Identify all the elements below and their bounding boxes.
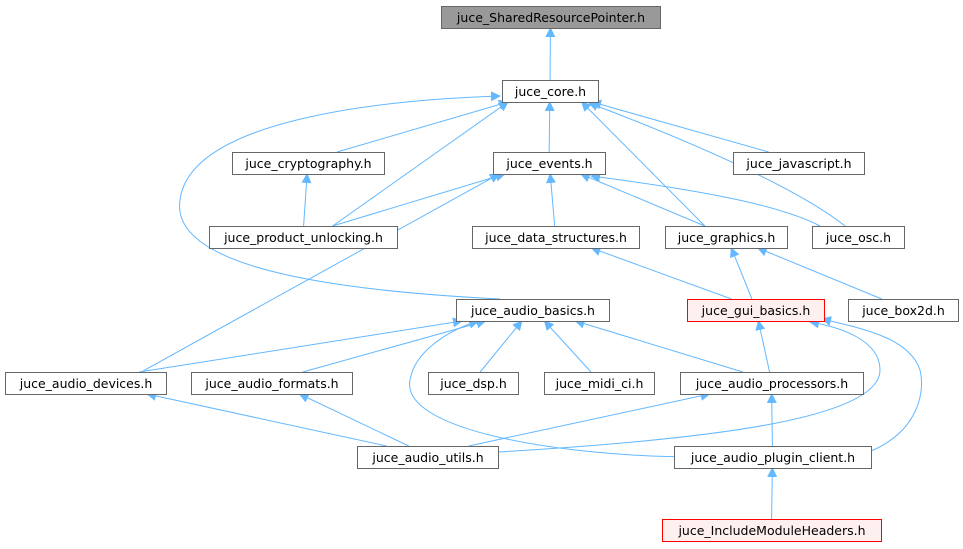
node-juce_audio_plugin_client[interactable]: juce_audio_plugin_client.h bbox=[674, 446, 872, 469]
edge-juce_audio_processors-h-to-juce_audio_basics-h bbox=[574, 318, 743, 373]
node-label-juce_includemoduleheaders: juce_IncludeModuleHeaders.h bbox=[677, 523, 865, 538]
node-box-juce_audio_plugin_client bbox=[674, 446, 872, 469]
nodes-layer: juce_SharedResourcePointer.h juce_core.hj… bbox=[5, 6, 959, 542]
node-box-juce_core bbox=[502, 80, 599, 103]
node-box-juce_audio_formats bbox=[191, 372, 353, 395]
node-label-juce_osc: juce_osc.h bbox=[825, 230, 891, 245]
node-box-juce_sharedresourcepointer bbox=[441, 6, 661, 29]
node-box-juce_events bbox=[493, 152, 606, 175]
node-label-juce_audio_plugin_client: juce_audio_plugin_client.h bbox=[690, 450, 855, 465]
edge-juce_audio_devices-h-to-juce_events-h bbox=[140, 173, 500, 373]
edge-juce_dsp-h-to-juce_audio_basics-h bbox=[479, 320, 523, 373]
edge-juce_cryptography-h-to-juce_core-h bbox=[336, 99, 509, 153]
node-juce_dsp[interactable]: juce_dsp.h bbox=[428, 372, 519, 395]
node-juce_javascript[interactable]: juce_javascript.h bbox=[733, 152, 865, 175]
edge-juce_graphics-h-to-juce_core-h bbox=[580, 101, 706, 227]
node-label-juce_cryptography: juce_cryptography.h bbox=[244, 156, 371, 171]
edge-juce_product_unlocking-h-to-juce_core-h bbox=[332, 101, 509, 227]
node-label-juce_midi_ci: juce_midi_ci.h bbox=[555, 376, 644, 391]
node-juce_product_unlocking[interactable]: juce_product_unlocking.h bbox=[209, 226, 398, 249]
node-label-juce_gui_basics: juce_gui_basics.h bbox=[701, 303, 811, 318]
edge-juce_javascript-h-to-juce_core-h bbox=[591, 99, 769, 153]
node-box-juce_box2d bbox=[848, 299, 959, 322]
node-box-juce_osc bbox=[812, 226, 905, 249]
edge-juce_includemoduleheaders-h-to-juce_audio_plugin_client-h bbox=[767, 467, 778, 520]
node-box-juce_audio_processors bbox=[680, 372, 864, 395]
node-label-juce_audio_processors: juce_audio_processors.h bbox=[695, 376, 848, 391]
edge-juce_audio_utils-h-to-juce_audio_processors-h bbox=[468, 391, 711, 447]
node-box-juce_audio_utils bbox=[357, 446, 499, 469]
node-label-juce_sharedresourcepointer: juce_SharedResourcePointer.h bbox=[456, 10, 645, 25]
node-box-juce_javascript bbox=[733, 152, 865, 175]
node-label-juce_events: juce_events.h bbox=[505, 156, 592, 171]
edge-juce_audio_basics-h-to-juce_core-h bbox=[179, 91, 501, 300]
edge-juce_data_structures-h-to-juce_events-h bbox=[545, 173, 556, 227]
node-juce_osc[interactable]: juce_osc.h bbox=[812, 226, 905, 249]
node-juce_box2d[interactable]: juce_box2d.h bbox=[848, 299, 959, 322]
node-juce_audio_utils[interactable]: juce_audio_utils.h bbox=[357, 446, 499, 469]
node-box-juce_graphics bbox=[665, 226, 788, 249]
node-box-juce_midi_ci bbox=[544, 372, 655, 395]
node-box-juce_cryptography bbox=[232, 152, 385, 175]
node-label-juce_product_unlocking: juce_product_unlocking.h bbox=[223, 230, 383, 245]
edge-juce_product_unlocking-h-to-juce_cryptography-h bbox=[301, 173, 312, 227]
edge-juce_audio_utils-h-to-juce_audio_formats-h bbox=[298, 393, 409, 447]
node-juce_graphics[interactable]: juce_graphics.h bbox=[665, 226, 788, 249]
node-label-juce_box2d: juce_box2d.h bbox=[861, 303, 945, 318]
edge-juce_audio_utils-h-to-juce_audio_devices-h bbox=[146, 391, 387, 447]
node-juce_midi_ci[interactable]: juce_midi_ci.h bbox=[544, 372, 655, 395]
edge-juce_audio_devices-h-to-juce_audio_basics-h bbox=[139, 317, 463, 373]
edge-juce_audio_plugin_client-h-to-juce_audio_processors-h bbox=[766, 393, 777, 447]
node-label-juce_core: juce_core.h bbox=[514, 84, 586, 99]
node-juce_audio_devices[interactable]: juce_audio_devices.h bbox=[5, 372, 167, 395]
node-juce_audio_processors[interactable]: juce_audio_processors.h bbox=[680, 372, 864, 395]
node-label-juce_audio_utils: juce_audio_utils.h bbox=[371, 450, 483, 465]
edge-juce_midi_ci-h-to-juce_audio_basics-h bbox=[543, 320, 592, 373]
node-label-juce_audio_formats: juce_audio_formats.h bbox=[204, 376, 338, 391]
node-juce_data_structures[interactable]: juce_data_structures.h bbox=[472, 226, 640, 249]
node-juce_cryptography[interactable]: juce_cryptography.h bbox=[232, 152, 385, 175]
node-box-juce_includemoduleheaders bbox=[662, 519, 882, 542]
node-juce_events[interactable]: juce_events.h bbox=[493, 152, 606, 175]
edges-layer bbox=[139, 27, 923, 520]
node-box-juce_dsp bbox=[428, 372, 519, 395]
edge-juce_product_unlocking-h-to-juce_events-h bbox=[332, 171, 506, 227]
node-label-juce_audio_devices: juce_audio_devices.h bbox=[19, 376, 153, 391]
node-label-juce_javascript: juce_javascript.h bbox=[745, 156, 851, 171]
node-juce_audio_formats[interactable]: juce_audio_formats.h bbox=[191, 372, 353, 395]
node-juce_core[interactable]: juce_core.h bbox=[502, 80, 599, 103]
node-label-juce_graphics: juce_graphics.h bbox=[677, 230, 776, 245]
node-box-juce_gui_basics bbox=[687, 299, 825, 322]
node-label-juce_dsp: juce_dsp.h bbox=[439, 376, 507, 391]
node-box-juce_data_structures bbox=[472, 226, 640, 249]
edge-juce_osc-h-to-juce_events-h bbox=[590, 172, 821, 227]
node-box-juce_product_unlocking bbox=[209, 226, 398, 249]
node-box-juce_audio_devices bbox=[5, 372, 167, 395]
edge-juce_gui_basics-h-to-juce_graphics-h bbox=[730, 247, 753, 300]
node-juce_audio_basics[interactable]: juce_audio_basics.h bbox=[456, 299, 610, 322]
edge-juce_gui_basics-h-to-juce_data_structures-h bbox=[590, 246, 732, 300]
edge-juce_box2d-h-to-juce_graphics-h bbox=[756, 246, 882, 300]
edge-juce_audio_formats-h-to-juce_audio_basics-h bbox=[302, 318, 487, 373]
node-juce_gui_basics[interactable]: juce_gui_basics.h bbox=[687, 299, 825, 322]
edge-juce_events-h-to-juce_core-h bbox=[544, 101, 555, 153]
node-juce_sharedresourcepointer[interactable]: juce_SharedResourcePointer.h bbox=[441, 6, 661, 29]
node-box-juce_audio_basics bbox=[456, 299, 610, 322]
edge-juce_audio_plugin_client-h-to-juce_audio_basics-h bbox=[409, 318, 701, 458]
edge-juce_graphics-h-to-juce_events-h bbox=[579, 172, 705, 227]
node-label-juce_audio_basics: juce_audio_basics.h bbox=[470, 303, 595, 318]
node-juce_includemoduleheaders[interactable]: juce_IncludeModuleHeaders.h bbox=[662, 519, 882, 542]
node-label-juce_data_structures: juce_data_structures.h bbox=[484, 230, 627, 245]
edge-juce_audio_processors-h-to-juce_gui_basics-h bbox=[755, 320, 771, 373]
edge-juce_audio_utils-h-to-juce_gui_basics-h bbox=[497, 318, 881, 453]
edge-juce_audio_plugin_client-h-to-juce_gui_basics-h bbox=[821, 316, 923, 452]
